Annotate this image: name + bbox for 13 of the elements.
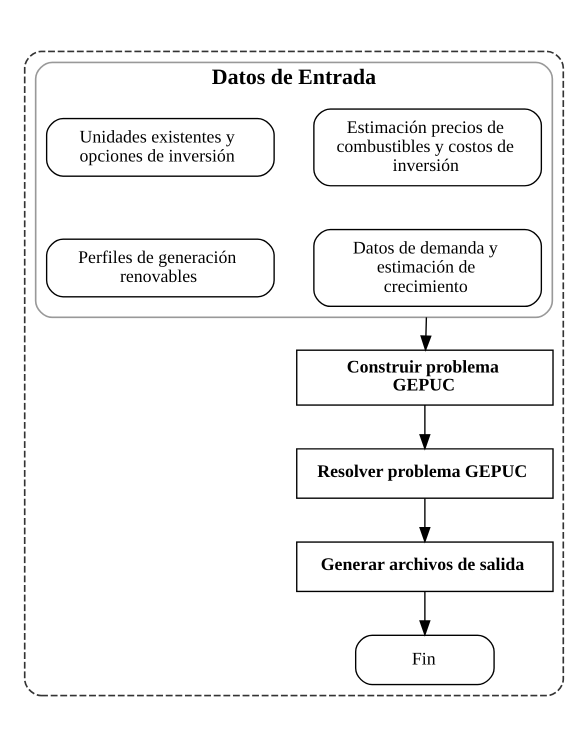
node-box: Perfiles de generación renovables <box>46 238 275 298</box>
cluster <box>24 50 564 696</box>
node-box: Estimación precios de combustibles y costos de inversión <box>313 108 542 186</box>
node-box: Fin <box>354 634 495 686</box>
arrow <box>419 498 431 544</box>
arrow <box>419 405 431 451</box>
node-box: Unidades existentes y opciones de inversión <box>46 118 275 177</box>
arrow <box>419 592 431 637</box>
arrow <box>420 317 432 352</box>
node-box: Resolver problema GEPUC <box>296 448 554 499</box>
node-box: Generar archivos de salida <box>296 541 554 592</box>
node-box: Construir problema GEPUC <box>296 350 554 406</box>
node-box: Datos de demanda y estimación de crecimiento <box>313 228 542 308</box>
